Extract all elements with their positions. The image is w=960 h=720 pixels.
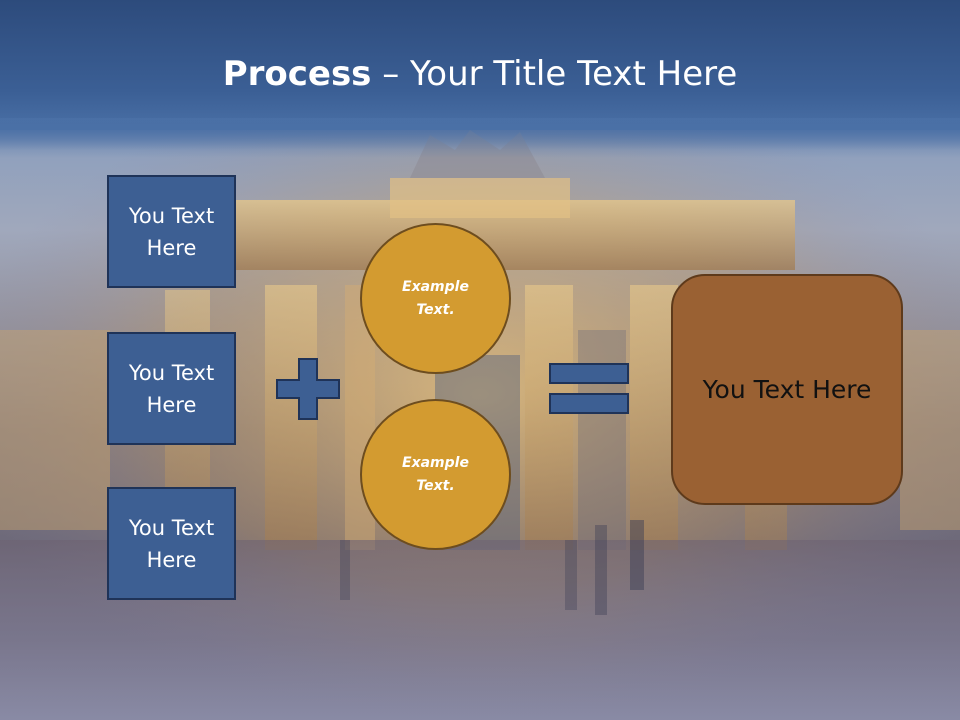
example-circle-1-label: Example Text. <box>402 278 469 318</box>
text-box-2[interactable]: You Text Here <box>107 332 236 445</box>
title-band <box>0 0 960 130</box>
example-circle-2[interactable]: Example Text. <box>360 399 511 550</box>
title-fade <box>0 118 960 158</box>
text-box-2-label: You Text Here <box>128 360 215 417</box>
plus-icon <box>276 358 340 420</box>
text-box-3[interactable]: You Text Here <box>107 487 236 600</box>
text-box-3-label: You Text Here <box>128 515 215 572</box>
title-bold: Process <box>222 54 372 94</box>
equals-icon <box>549 363 629 414</box>
slide-title: Process – Your Title Text Here <box>0 52 960 96</box>
result-box-label: You Text Here <box>702 375 872 404</box>
title-rest: – Your Title Text Here <box>371 54 738 94</box>
result-box[interactable]: You Text Here <box>671 274 903 505</box>
text-box-1[interactable]: You Text Here <box>107 175 236 288</box>
example-circle-2-label: Example Text. <box>402 454 469 494</box>
text-box-1-label: You Text Here <box>128 203 215 260</box>
example-circle-1[interactable]: Example Text. <box>360 223 511 374</box>
